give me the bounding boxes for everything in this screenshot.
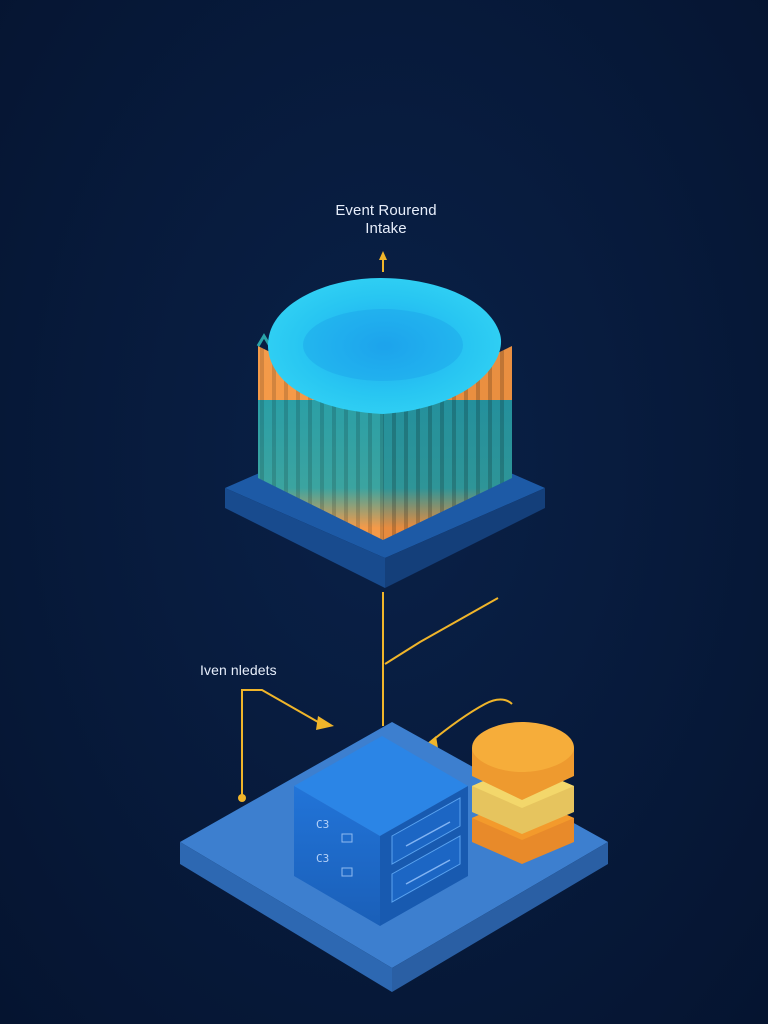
server-label-row2: C3 (316, 852, 329, 865)
server-label-row1: C3 (316, 818, 329, 831)
nodes-label: Iven nledets (200, 662, 277, 678)
connector-lines (241, 592, 513, 796)
server-cube-icon: C3 C3 (294, 736, 468, 926)
disk-layer (472, 722, 574, 800)
intake-cylinder-icon (256, 278, 512, 540)
disk-stack-icon (472, 722, 574, 864)
arrow-up-icon (379, 251, 387, 272)
server-panel-stripes (405, 821, 451, 885)
intake-label-line1: Event Rourend (335, 202, 437, 219)
connector-arrowheads (238, 716, 438, 802)
server-port (341, 867, 353, 877)
intake-label-line2: Intake (365, 220, 407, 237)
intake-label: Event Rourend Intake (300, 202, 472, 238)
server-port (341, 833, 353, 843)
